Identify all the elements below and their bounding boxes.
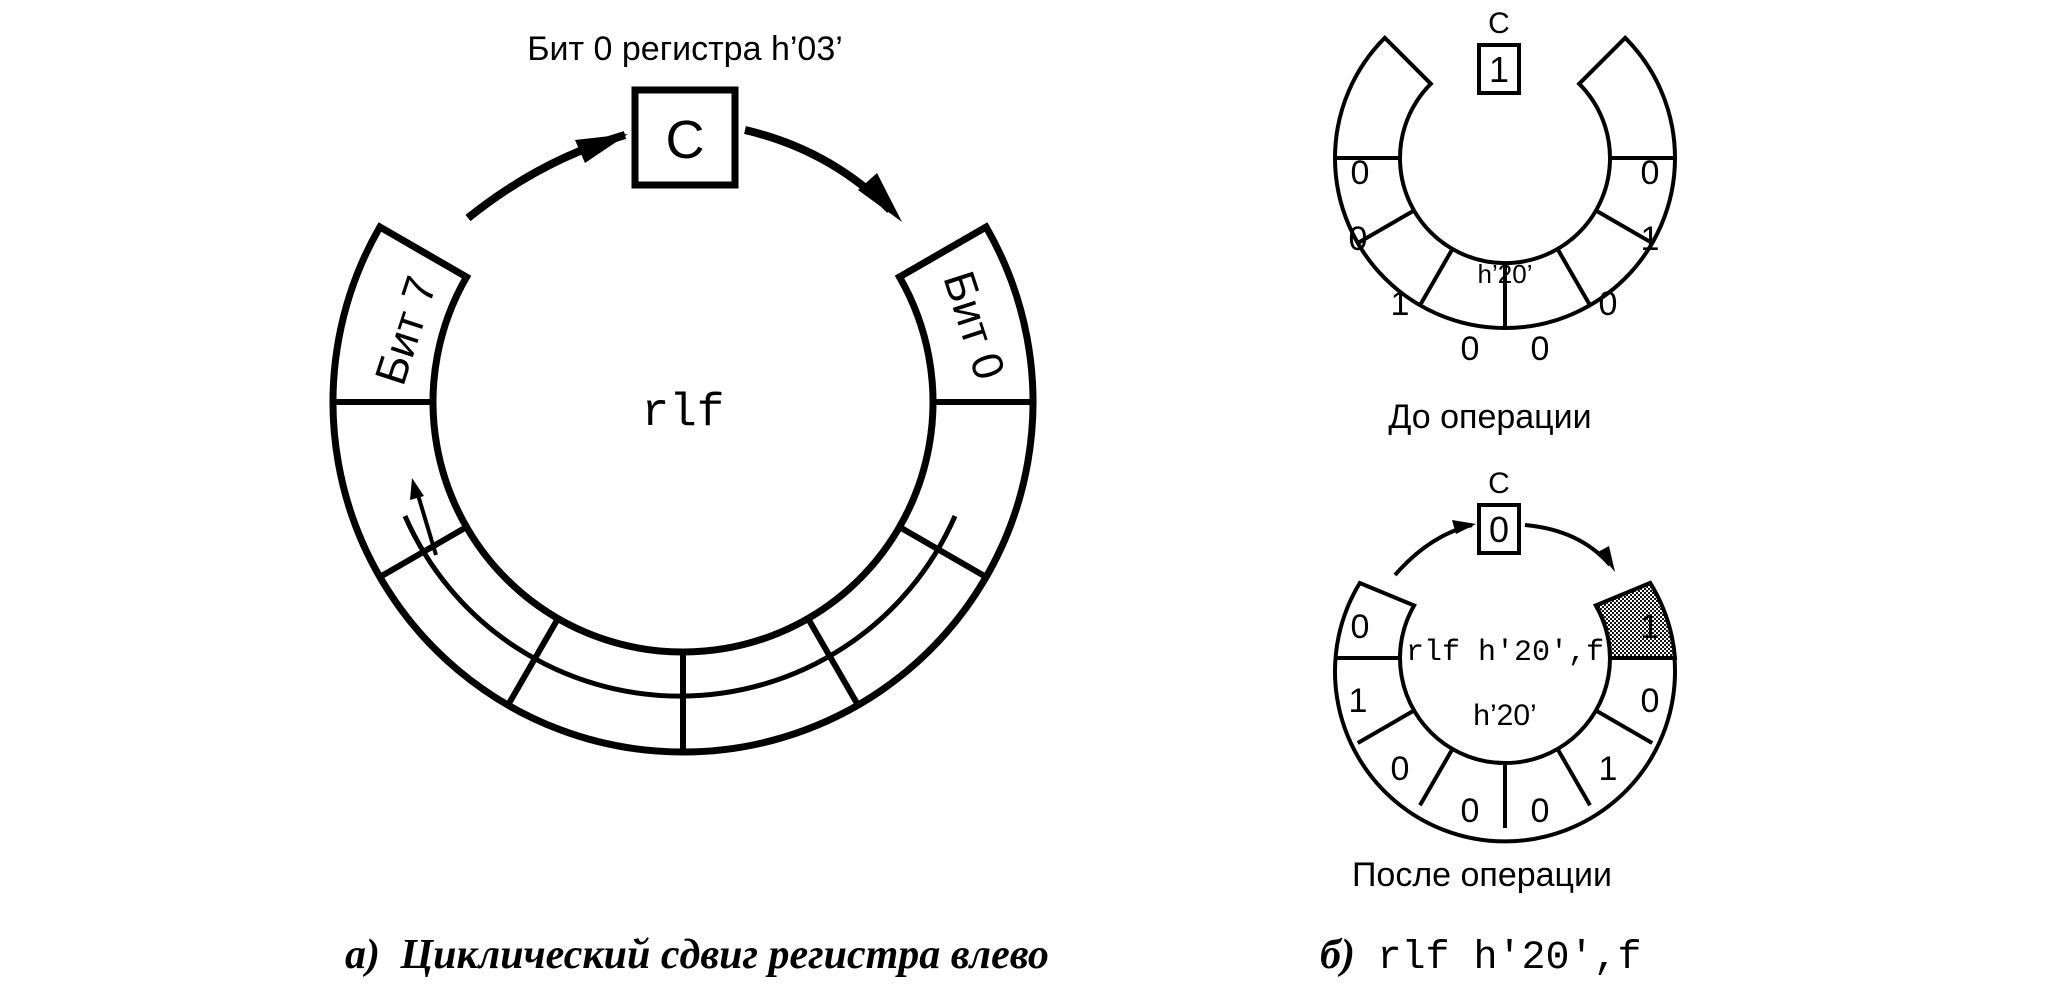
after-carry-box <box>1477 503 1521 555</box>
register-inner-track <box>402 514 958 699</box>
bit0-label: Бит 0 <box>933 265 1014 385</box>
arrow-carry-to-bit0 <box>744 126 893 213</box>
before-bits: 0 0 1 0 0 0 1 0 <box>1349 154 1660 368</box>
after-register-label: h’20’ <box>1473 699 1536 732</box>
after-bit-left-1: 1 <box>1349 682 1368 720</box>
after-arrow-right-head <box>1598 546 1615 572</box>
after-arrow-left-head <box>1452 520 1476 534</box>
arrow-bit7-to-carry-head <box>575 134 628 163</box>
before-ring <box>1333 34 1677 331</box>
panel-a-caption-text: Циклический сдвиг регистра влево <box>400 932 1049 978</box>
before-bit-right-1: 1 <box>1641 220 1660 258</box>
internal-up-arrow-head <box>410 478 424 500</box>
panel-b-caption: б) rlf h'20',f <box>1320 932 1642 981</box>
before-bit-right-2: 0 <box>1641 154 1660 192</box>
carry-box <box>631 86 739 189</box>
panel-a-caption-letter: а) <box>345 932 380 978</box>
after-cell-dividers <box>1335 656 1675 828</box>
after-shaded-cell <box>1593 580 1678 660</box>
after-instruction: rlf h'20',f <box>1406 636 1604 670</box>
after-caption: После операции <box>1352 856 1612 894</box>
before-carry-box <box>1477 43 1521 95</box>
center-instruction: rlf <box>642 387 725 439</box>
panel-a-carry <box>465 86 902 222</box>
panel-a <box>329 222 1037 756</box>
after-bit-bottom-0: 0 <box>1461 792 1480 830</box>
after-bit-left-0: 0 <box>1351 608 1370 646</box>
after-bit-right-1: 0 <box>1641 682 1660 720</box>
before-diagram <box>1333 34 1677 331</box>
before-carry-label: C <box>1488 7 1510 40</box>
after-carry-value: 0 <box>1489 509 1509 550</box>
before-caption: До операции <box>1388 398 1591 436</box>
before-cell-dividers <box>1335 156 1675 328</box>
carry-caption: Бит 0 регистра h’03’ <box>527 30 843 68</box>
before-bit-left-0: 0 <box>1351 154 1370 192</box>
after-bit-left-2: 0 <box>1391 750 1410 788</box>
before-bit-bottom-1: 0 <box>1531 330 1550 368</box>
before-register-label: h’20’ <box>1478 259 1533 289</box>
after-bit-bottom-1: 0 <box>1531 792 1550 830</box>
after-bit-right-0: 1 <box>1599 750 1618 788</box>
panel-b-caption-letter: б) <box>1320 932 1355 978</box>
after-diagram <box>1333 503 1678 844</box>
before-bit-right-0: 0 <box>1599 285 1618 323</box>
after-arrow-left <box>1393 523 1473 577</box>
after-arrow-right <box>1524 523 1612 567</box>
before-bit-bottom-0: 0 <box>1461 330 1480 368</box>
after-bits: 0 1 0 0 0 1 0 1 <box>1349 608 1660 830</box>
after-bit-right-2: 1 <box>1641 608 1660 646</box>
carry-label: C <box>666 110 705 170</box>
before-bit-left-2: 1 <box>1391 285 1410 323</box>
before-bit-left-1: 0 <box>1349 220 1368 258</box>
internal-up-arrow-shaft <box>416 494 438 556</box>
register-ring <box>329 222 1037 756</box>
after-carry-label: C <box>1488 467 1510 500</box>
panel-b-caption-code: rlf h'20',f <box>1377 936 1641 981</box>
arrow-carry-to-bit0-head <box>858 173 902 222</box>
before-carry-value: 1 <box>1489 49 1509 90</box>
panel-a-caption: а) Циклический сдвиг регистра влево <box>345 932 1049 978</box>
